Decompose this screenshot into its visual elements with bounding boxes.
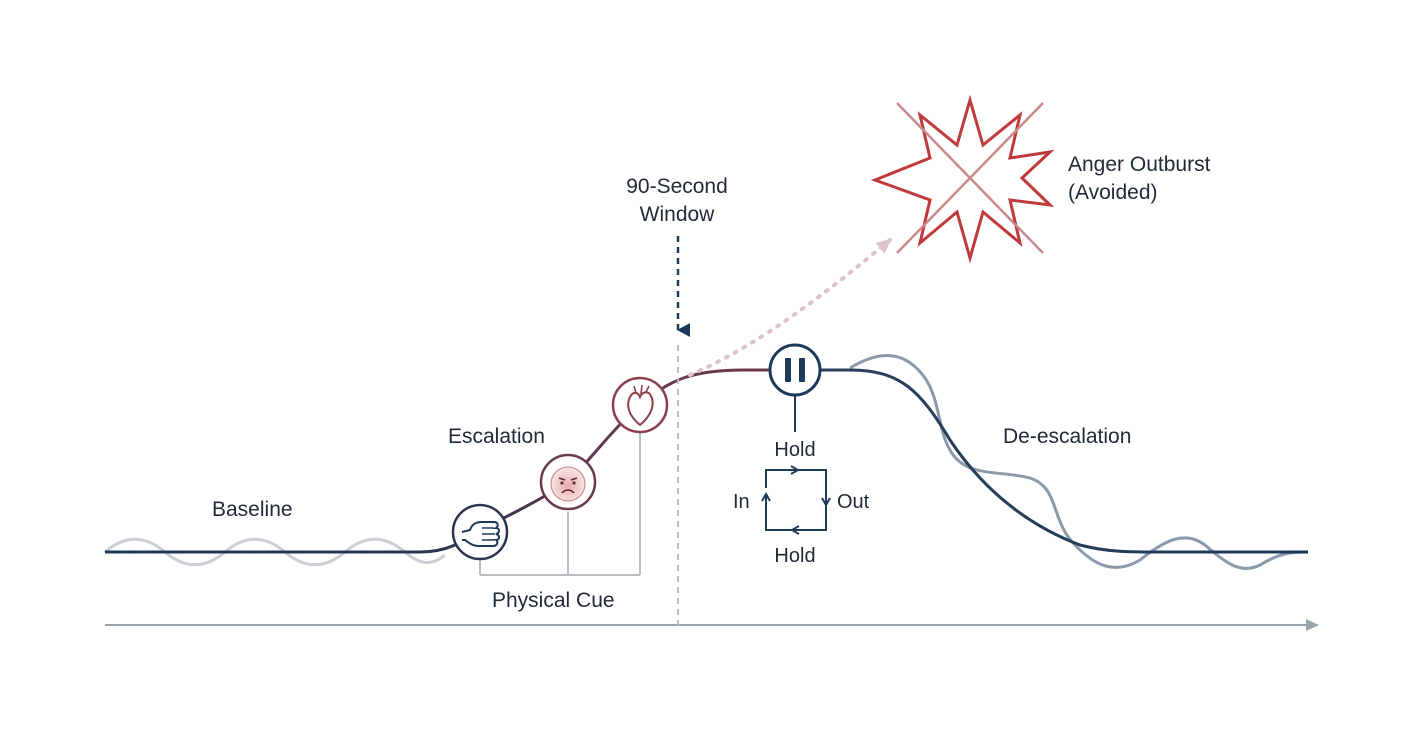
breath-hold-bottom: Hold (774, 545, 816, 567)
outburst-label-line1: Anger Outburst (1068, 153, 1211, 176)
window-label-line1: 90-Second (626, 175, 728, 198)
breath-in: In (733, 491, 750, 513)
outburst-path (688, 238, 892, 377)
outburst-label-line2: (Avoided) (1068, 181, 1158, 204)
box-breathing-loop (766, 470, 826, 530)
physical-cue-label: Physical Cue (492, 589, 615, 612)
starburst-icon (870, 94, 1055, 264)
de-escalation-wave (849, 354, 1309, 570)
distressed-face-icon (539, 453, 597, 511)
de-escalation-label: De-escalation (1003, 425, 1132, 448)
emotion-curve (105, 368, 1308, 554)
clenched-fist-icon (451, 503, 509, 561)
baseline-label: Baseline (212, 498, 293, 521)
breath-out: Out (837, 491, 870, 513)
pause-icon (768, 343, 822, 397)
heart-icon (611, 376, 669, 434)
breath-hold-top: Hold (774, 439, 816, 461)
escalation-label: Escalation (448, 425, 545, 448)
window-label-line2: Window (639, 203, 715, 226)
